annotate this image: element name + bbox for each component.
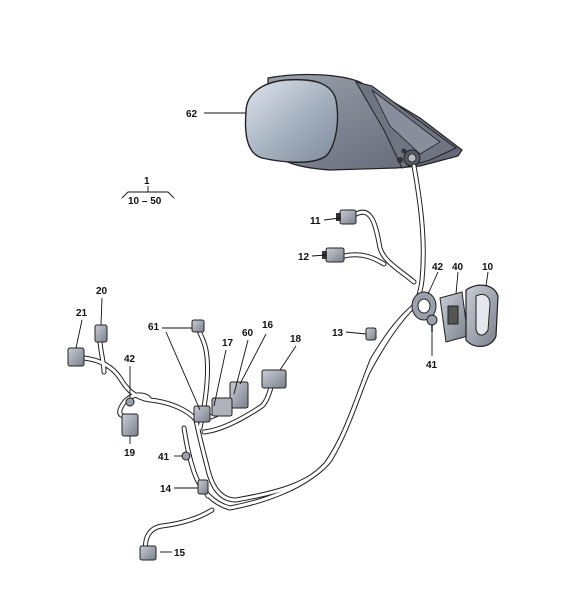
- bracket-40: [439, 291, 469, 343]
- connector-block-17: [193, 397, 233, 423]
- mirror-glass: [244, 78, 339, 163]
- callout-labels: 62 1 10 – 50 11 12 42 40 10 41 13 20 21 …: [76, 109, 494, 559]
- callout-18: 18: [290, 334, 302, 345]
- callout-17: 17: [222, 338, 234, 349]
- callout-61: 61: [148, 322, 160, 333]
- connector-18: [261, 369, 287, 389]
- cover-10: [465, 284, 499, 347]
- callout-42-upper: 42: [432, 262, 444, 273]
- clip-13: [365, 327, 377, 341]
- wiring-harness: [81, 163, 426, 555]
- callout-15: 15: [174, 548, 186, 559]
- grommet-42-upper: [411, 291, 437, 321]
- clip-41-upper: [426, 314, 438, 332]
- callout-40: 40: [452, 262, 464, 273]
- callout-13: 13: [332, 328, 344, 339]
- connector-61: [191, 319, 205, 333]
- leader-lines: [75, 112, 489, 553]
- callout-16: 16: [262, 320, 274, 331]
- callout-41-upper: 41: [426, 360, 438, 371]
- callout-12: 12: [298, 252, 310, 263]
- callout-19: 19: [124, 448, 136, 459]
- callout-21: 21: [76, 308, 88, 319]
- callout-42-lower: 42: [124, 354, 136, 365]
- callout-60: 60: [242, 328, 254, 339]
- callout-41-lower: 41: [158, 452, 170, 463]
- callout-1-range: 10 – 50: [128, 196, 162, 207]
- callout-11: 11: [310, 216, 321, 227]
- callout-62: 62: [186, 109, 198, 120]
- clip-14: [197, 479, 209, 495]
- callout-14: 14: [160, 484, 172, 495]
- callout-10: 10: [482, 262, 494, 273]
- connector-19: [121, 413, 139, 437]
- callout-20: 20: [96, 286, 108, 297]
- connector-11: [336, 209, 357, 225]
- mirror-assembly: [244, 73, 463, 171]
- clip-41-lower: [181, 451, 191, 461]
- connector-21: [67, 347, 85, 367]
- grommet-42-lower: [125, 397, 135, 407]
- connector-block-16: [229, 381, 249, 409]
- connector-20: [94, 324, 108, 343]
- callout-1: 1: [144, 176, 150, 187]
- connector-15: [139, 545, 157, 561]
